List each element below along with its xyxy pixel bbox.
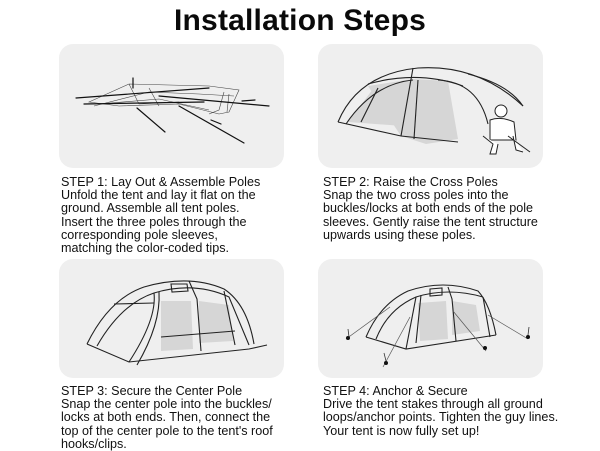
page-title: Installation Steps	[174, 4, 426, 37]
step-2-heading: STEP 2: Raise the Cross Poles	[323, 175, 498, 189]
step-1-body: Unfold the tent and lay it flat on the g…	[61, 188, 256, 256]
step-1-illustration	[59, 44, 284, 168]
step-2-illustration	[318, 44, 543, 168]
step-3-heading: STEP 3: Secure the Center Pole	[61, 384, 243, 398]
tent-flat-icon	[75, 77, 270, 144]
step-2-text: STEP 2: Raise the Cross Poles Snap the t…	[323, 175, 593, 242]
step-3-text: STEP 3: Secure the Center Pole Snap the …	[61, 384, 311, 451]
tent-standing-icon	[86, 280, 268, 366]
tent-raising-icon	[337, 67, 531, 155]
step-4-text: STEP 4: Anchor & Secure Drive the tent s…	[323, 384, 598, 438]
step-3-illustration	[59, 259, 284, 378]
step-4-heading: STEP 4: Anchor & Secure	[323, 384, 468, 398]
step-4-illustration	[318, 259, 543, 378]
step-1-heading: STEP 1: Lay Out & Assemble Poles	[61, 175, 261, 189]
step-1-text: STEP 1: Lay Out & Assemble Poles Unfold …	[61, 175, 311, 256]
step-4-body: Drive the tent stakes through all ground…	[323, 397, 559, 438]
tent-staked-icon	[345, 284, 530, 368]
step-3-body: Snap the center pole into the buckles/ l…	[61, 397, 273, 451]
step-2-body: Snap the two cross poles into the buckle…	[323, 188, 538, 242]
